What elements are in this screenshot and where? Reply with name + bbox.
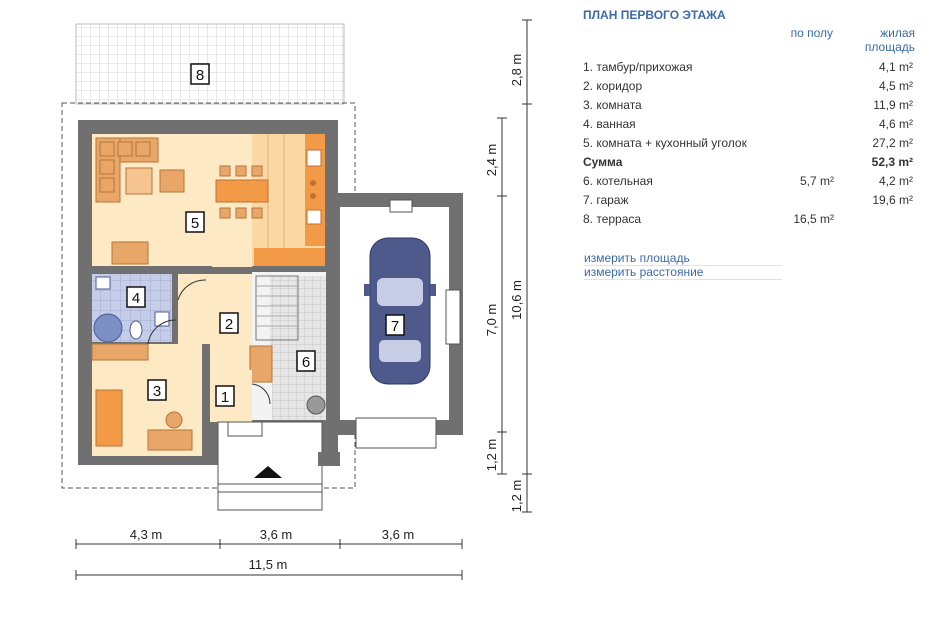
dim-2-4: 2,4 m — [484, 144, 499, 177]
dim-1-2b: 1,2 m — [509, 480, 524, 513]
col-living-header: жилая — [880, 26, 915, 40]
room-label-5: 5 — [185, 211, 205, 233]
dim-10-6: 10,6 m — [509, 280, 524, 320]
measure-area-link[interactable]: измерить площадь — [584, 251, 782, 266]
interior-wall — [92, 266, 212, 274]
room-label-2: 2 — [219, 312, 239, 334]
door-swing — [147, 319, 177, 345]
door-swing — [177, 279, 207, 301]
svg-text:7: 7 — [391, 318, 399, 335]
dim-11-5: 11,5 m — [249, 557, 288, 572]
room-label-1: 1 — [215, 385, 235, 407]
room-label-6: 6 — [296, 350, 316, 372]
svg-text:5: 5 — [191, 215, 199, 232]
room-4-bathroom — [92, 274, 172, 343]
cabinet — [111, 241, 149, 265]
terrace — [75, 23, 345, 105]
horizontal-dimension-labels: 4,3 m 3,6 m 3,6 m 11,5 m — [130, 527, 415, 572]
exterior-walls — [318, 452, 340, 466]
svg-text:2: 2 — [225, 316, 233, 333]
vertical-dimensions — [497, 19, 532, 513]
dim-3-6b: 3,6 m — [382, 527, 415, 542]
dim-1-2a: 1,2 m — [484, 439, 499, 472]
room-labels: 8 5 4 2 6 7 3 1 — [126, 63, 405, 407]
sofa — [95, 137, 185, 203]
room-label-7: 7 — [385, 314, 405, 336]
roof-outline — [61, 102, 356, 489]
interior-wall — [172, 274, 178, 344]
interior-wall — [252, 266, 326, 272]
svg-text:8: 8 — [196, 67, 204, 84]
svg-text:3: 3 — [153, 383, 161, 400]
kitchen-counter — [252, 134, 325, 266]
measure-distance-link[interactable]: измерить расстояние — [584, 265, 782, 280]
room-3 — [91, 343, 202, 456]
dim-4-3: 4,3 m — [130, 527, 163, 542]
svg-text:1: 1 — [221, 389, 229, 406]
room-label-4: 4 — [126, 286, 146, 308]
room-label-8: 8 — [190, 63, 210, 85]
door-swing — [251, 383, 271, 405]
car-icon — [364, 237, 436, 385]
entrance-porch — [217, 421, 323, 511]
svg-text:6: 6 — [302, 354, 310, 371]
interior-wall — [202, 344, 210, 456]
room-label-3: 3 — [147, 379, 167, 401]
dim-3-6a: 3,6 m — [260, 527, 293, 542]
svg-text:4: 4 — [132, 290, 140, 307]
horizontal-dimensions — [75, 539, 463, 580]
table-title: ПЛАН ПЕРВОГО ЭТАЖА — [583, 8, 726, 22]
floor-plan: 8 5 4 2 6 7 3 1 2,8 m 2,4 m 7,0 m 10,6 m… — [61, 19, 532, 580]
dim-2-8: 2,8 m — [509, 54, 524, 87]
col-living-header-2: площадь — [864, 40, 915, 54]
col-floor-header: по полу — [790, 26, 833, 40]
dim-7-0: 7,0 m — [484, 304, 499, 337]
interior-wall — [220, 120, 275, 134]
vertical-dimension-labels: 2,8 m 2,4 m 7,0 m 10,6 m 1,2 m 1,2 m — [484, 54, 524, 513]
dining-table — [215, 165, 269, 219]
